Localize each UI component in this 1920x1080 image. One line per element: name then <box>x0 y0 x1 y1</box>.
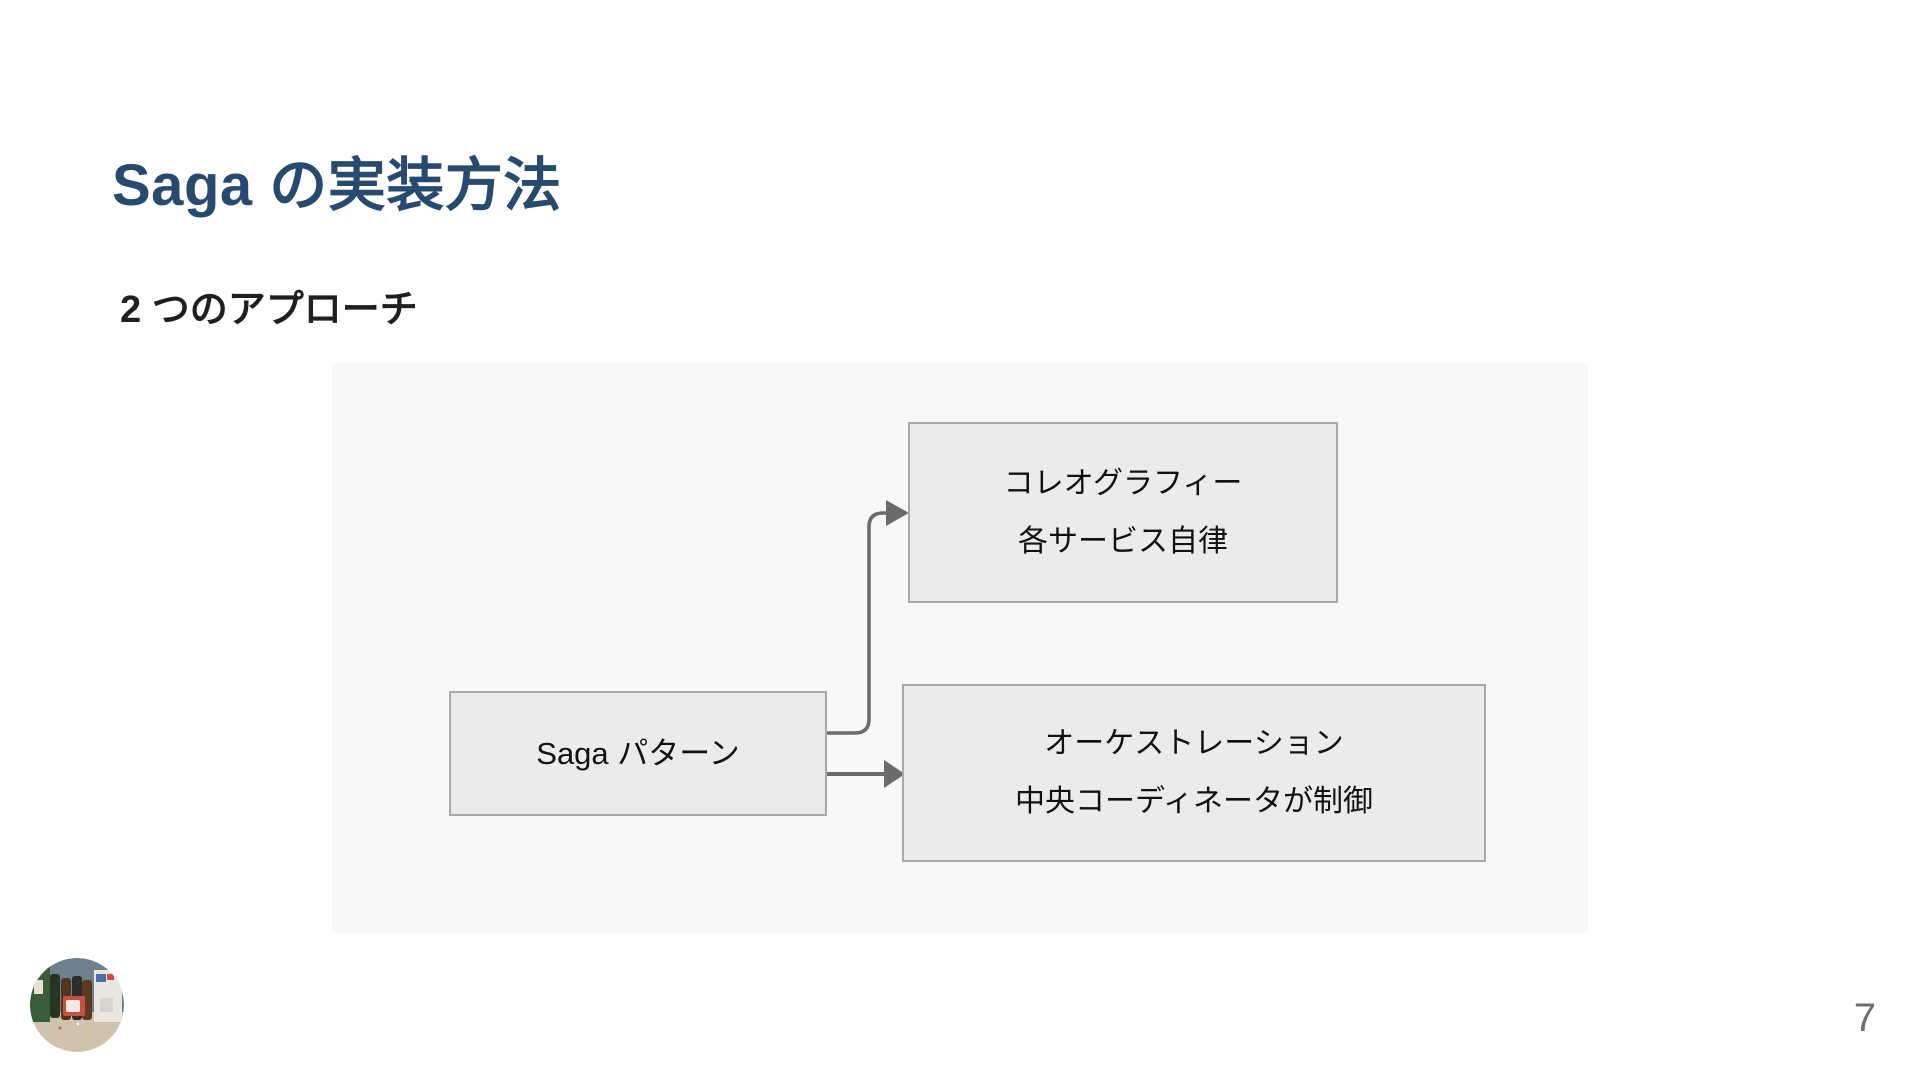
node-label-line: 各サービス自律 <box>1018 524 1228 558</box>
node-saga-pattern: Saga パターン <box>449 691 827 816</box>
arrowhead-icon <box>886 500 909 526</box>
node-orchestration: オーケストレーション 中央コーディネータが制御 <box>902 684 1486 862</box>
diagram-canvas: Saga パターン コレオグラフィー 各サービス自律 オーケストレーション 中央… <box>332 363 1588 933</box>
arrowhead-icon <box>884 760 905 788</box>
arrow-to-orchestration <box>827 760 905 788</box>
page-number: 7 <box>1853 996 1876 1040</box>
node-label-line: コレオグラフィー <box>1003 466 1243 500</box>
page-title: Saga の実装方法 <box>112 153 562 218</box>
avatar <box>30 958 124 1052</box>
node-label-line: 中央コーディネータが制御 <box>1015 785 1373 818</box>
arrow-to-choreography <box>827 500 909 735</box>
slide-subtitle: 2 つのアプローチ <box>120 289 418 331</box>
node-choreography: コレオグラフィー 各サービス自律 <box>908 422 1338 603</box>
node-label-line: オーケストレーション <box>1044 727 1344 760</box>
connector-arrows <box>827 500 909 788</box>
bottles-photo-icon <box>30 958 124 1052</box>
node-label: Saga パターン <box>536 735 740 771</box>
